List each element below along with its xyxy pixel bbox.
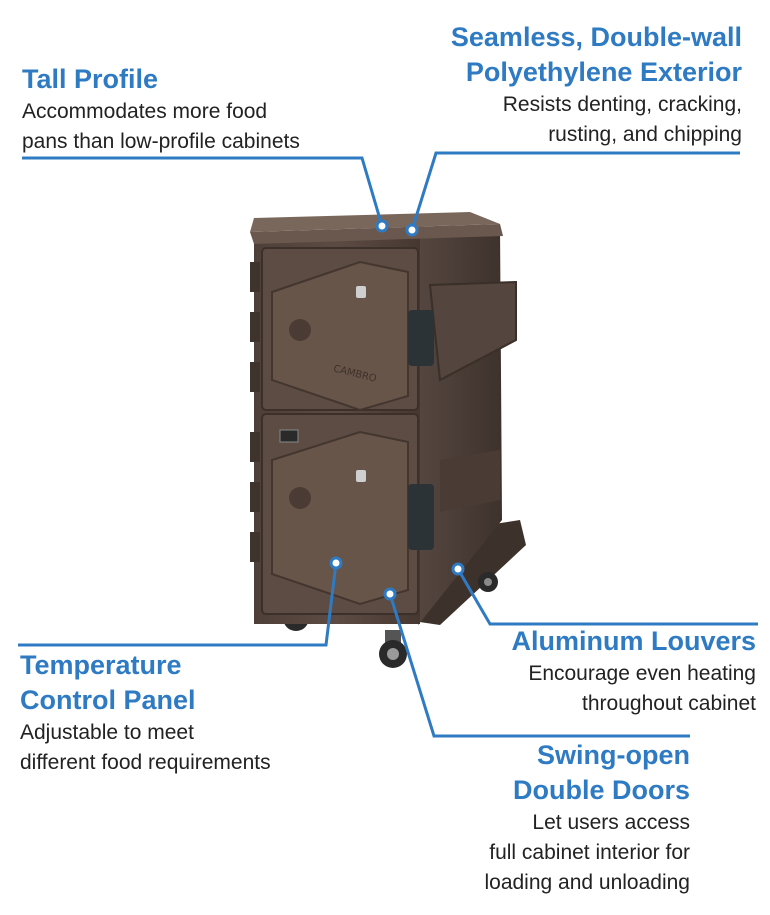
callout-title: Tall Profile	[22, 64, 159, 94]
hinge-strip	[250, 262, 260, 562]
callout-doors: Swing-open Double Doors Let users access…	[484, 738, 690, 898]
callout-tall-profile: Tall Profile Accommodates more food pans…	[22, 62, 300, 157]
callout-temperature: Temperature Control Panel Adjustable to …	[20, 648, 271, 778]
callout-description: Resists denting, cracking, rusting, and …	[502, 93, 742, 146]
leader-dots	[329, 219, 465, 601]
leader-louvers	[456, 568, 758, 626]
upper-door: CAMBRO	[261, 247, 419, 412]
temperature-display	[279, 429, 299, 443]
callout-description: Let users access full cabinet interior f…	[484, 811, 690, 894]
lower-latch-handle	[408, 484, 434, 550]
dot-exterior	[405, 223, 419, 237]
callout-title: Swing-open Double Doors	[512, 740, 690, 805]
callout-description: Adjustable to meet different food requir…	[20, 721, 271, 774]
leader-temperature	[18, 562, 338, 647]
callout-title: Temperature Control Panel	[20, 650, 196, 715]
caster-front-right	[379, 630, 407, 668]
food-cabinet: CAMBRO	[250, 212, 526, 668]
callout-description: Encourage even heating throughout cabine…	[528, 662, 756, 715]
caster-back-right	[478, 572, 498, 592]
leader-exterior	[410, 151, 740, 231]
dot-temperature	[329, 556, 343, 570]
lower-door	[261, 413, 419, 615]
cabinet-top	[250, 224, 503, 244]
callout-exterior: Seamless, Double-wall Polyethylene Exter…	[451, 20, 742, 150]
leader-lines	[18, 151, 758, 738]
dot-louvers	[451, 562, 465, 576]
leader-doors	[388, 593, 690, 738]
callout-title: Seamless, Double-wall Polyethylene Exter…	[450, 22, 742, 87]
leader-tall-profile	[22, 156, 384, 227]
callout-title: Aluminum Louvers	[511, 626, 756, 656]
upper-latch-handle	[408, 310, 434, 366]
callout-louvers: Aluminum Louvers Encourage even heating …	[511, 624, 756, 719]
dot-tall-profile	[375, 219, 389, 233]
dot-doors	[383, 587, 397, 601]
callout-description: Accommodates more food pans than low-pro…	[22, 100, 300, 153]
